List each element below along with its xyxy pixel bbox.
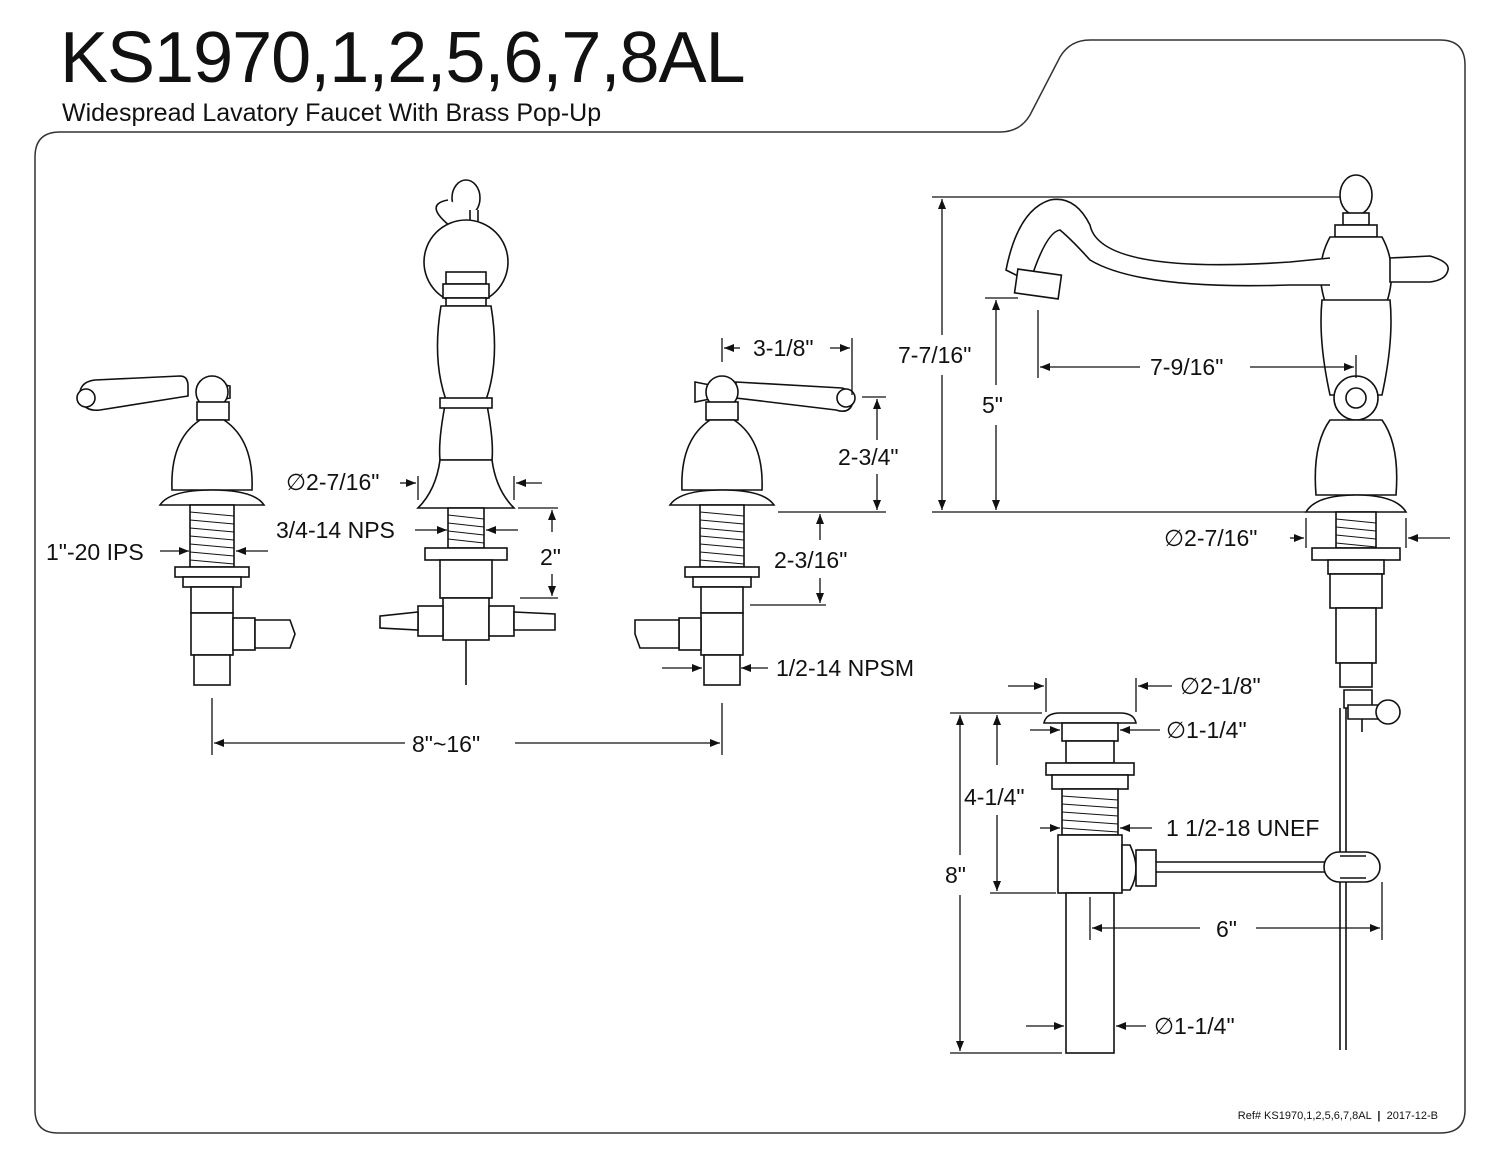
dim-drain-flange: ∅2-1/8" xyxy=(1180,673,1261,699)
dim-handle-height: 2-3/4" xyxy=(838,444,899,470)
page-subtitle: Widespread Lavatory Faucet With Brass Po… xyxy=(62,99,602,127)
pop-up-drain xyxy=(1043,712,1381,1054)
reference-footer: Ref# KS1970,1,2,5,6,7,8AL | 2017-12-B xyxy=(1238,1110,1438,1122)
dim-spout-base-diameter: ∅2-7/16" xyxy=(286,469,379,495)
dim-center-spread: 8"~16" xyxy=(412,731,480,757)
dim-supply-thread: 1/2-14 NPSM xyxy=(776,655,914,681)
revision-code: 2017-12-B xyxy=(1386,1110,1438,1122)
dimension-lines xyxy=(160,196,1450,1054)
dimension-labels: 3-1/8" 2-3/4" ∅2-7/16" 3/4-14 NPS 1"-20 … xyxy=(46,335,1319,1039)
reference-number: Ref# KS1970,1,2,5,6,7,8AL xyxy=(1237,1110,1372,1122)
dim-side-base-diameter: ∅2-7/16" xyxy=(1164,525,1257,551)
drawing-frame xyxy=(34,39,1466,1134)
dim-drain-overall: 8" xyxy=(945,862,966,888)
dim-drain-thread: 1 1/2-18 UNEF xyxy=(1166,815,1319,841)
dim-handle-thread: 1"-20 IPS xyxy=(46,539,144,565)
right-handle-valve xyxy=(634,375,856,686)
reference-separator: | xyxy=(1374,1110,1384,1122)
dim-spout-reach: 7-9/16" xyxy=(1150,354,1223,380)
dim-drain-stopper: ∅1-1/4" xyxy=(1166,717,1247,743)
dim-tailpiece: ∅1-1/4" xyxy=(1154,1013,1235,1039)
dim-pivot-rod: 6" xyxy=(1216,916,1237,942)
dim-spout-clearance: 5" xyxy=(982,392,1003,418)
dim-handle-width: 3-1/8" xyxy=(753,335,814,361)
dim-spout-thread: 3/4-14 NPS xyxy=(276,517,395,543)
dim-overall-height: 7-7/16" xyxy=(898,342,971,368)
dim-spout-shank: 2" xyxy=(540,544,561,570)
center-spout xyxy=(379,179,556,685)
dim-drain-body: 4-1/4" xyxy=(964,784,1025,810)
left-handle-valve xyxy=(76,375,296,686)
page-title: KS1970,1,2,5,6,7,8AL xyxy=(60,18,746,98)
dim-handle-shank: 2-3/16" xyxy=(774,547,847,573)
